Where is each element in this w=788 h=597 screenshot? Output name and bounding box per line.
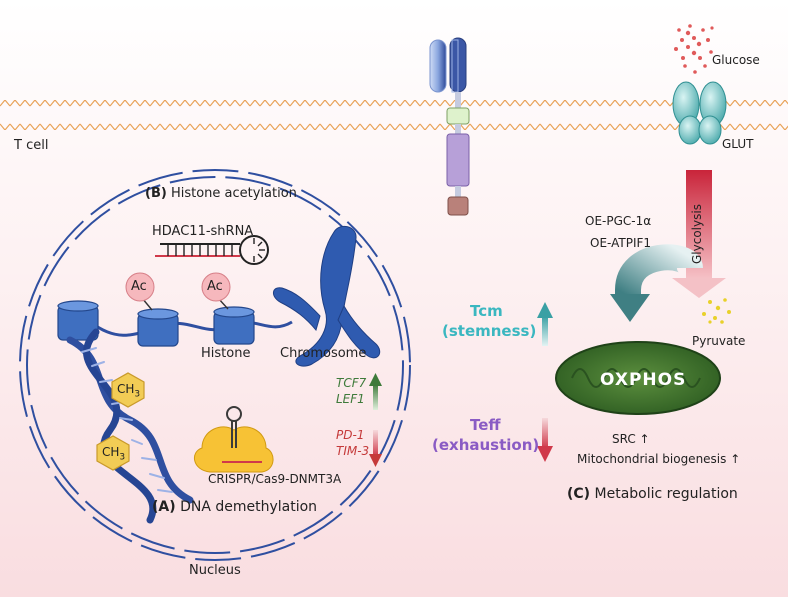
histone-icon [57, 300, 255, 347]
ch3-text-1: CH [117, 382, 135, 396]
mitochondrion-icon [555, 341, 721, 415]
pyruvate-particles-icon [702, 298, 731, 324]
receptor-icon [429, 37, 470, 216]
hdac-label: HDAC11-shRNA [152, 224, 254, 239]
pd1-label: PD-1 [336, 428, 365, 442]
nucleus-membrane [19, 169, 411, 561]
nucleus-label: Nucleus [189, 563, 241, 578]
glucose-particles-icon [674, 24, 714, 74]
ac-label-2: Ac [207, 279, 223, 294]
oe-atpif-label: OE-ATPIF1 [590, 236, 652, 250]
section-c-text: Metabolic regulation [594, 486, 738, 502]
section-c-title: (C) Metabolic regulation [567, 486, 738, 502]
ac-label-1: Ac [131, 279, 147, 294]
chromatin-linker [89, 320, 293, 337]
oxphos-label: OXPHOS [600, 370, 687, 390]
ch3-text-2: CH [102, 445, 120, 459]
cell-membrane [0, 100, 788, 130]
stemness-label: (stemness) [442, 322, 537, 340]
glut-label: GLUT [722, 137, 754, 151]
src-label: SRC ↑ [612, 432, 650, 446]
tcf7-up-arrow-icon [369, 373, 382, 410]
pd1-down-arrow-icon [369, 430, 382, 467]
cas9-icon [194, 406, 274, 473]
methyl-group-icon [96, 372, 145, 471]
acetyl-marks [125, 272, 231, 311]
section-b-title: (B) Histone acetylation [145, 186, 297, 201]
histone-label: Histone [201, 346, 251, 361]
lef1-label: LEF1 [336, 392, 365, 406]
chromosome-icon [273, 225, 381, 367]
section-a-title: (A) DNA demethylation [152, 499, 317, 515]
section-b-letter: (B) [145, 186, 167, 201]
ch3-sub-1: 3 [134, 389, 141, 400]
section-a-letter: (A) [152, 499, 176, 515]
t-cell-label: T cell [14, 138, 49, 153]
teff-down-arrow-icon [537, 418, 553, 462]
exhaustion-label: (exhaustion) [432, 436, 540, 454]
tcm-label: Tcm [470, 302, 503, 320]
mito-biogenesis-label: Mitochondrial biogenesis ↑ [577, 452, 741, 466]
ch3-label-1: CH3 [117, 382, 140, 399]
section-a-text: DNA demethylation [180, 499, 318, 515]
glut-transporter-icon [672, 81, 727, 145]
hairpin-shrna-icon [155, 235, 269, 265]
glycolysis-label: Glycolysis [690, 204, 704, 264]
glucose-label: Glucose [712, 53, 760, 67]
ch3-sub-2: 3 [119, 452, 126, 463]
ch3-label-2: CH3 [102, 445, 125, 462]
tcf7-label: TCF7 [336, 376, 367, 390]
chromosome-label: Chromosome [280, 346, 367, 361]
pyruvate-label: Pyruvate [692, 334, 746, 348]
dna-helix-icon [66, 328, 194, 524]
oxphos-curved-arrow-icon [610, 244, 703, 322]
oe-pgc-label: OE-PGC-1α [585, 214, 652, 228]
tim3-label: TIM-3 [336, 444, 370, 458]
crispr-label: CRISPR/Cas9-DNMT3A [208, 472, 342, 486]
tcm-up-arrow-icon [537, 302, 553, 346]
section-c-letter: (C) [567, 486, 591, 502]
section-b-text: Histone acetylation [170, 186, 297, 201]
teff-label: Teff [470, 416, 501, 434]
